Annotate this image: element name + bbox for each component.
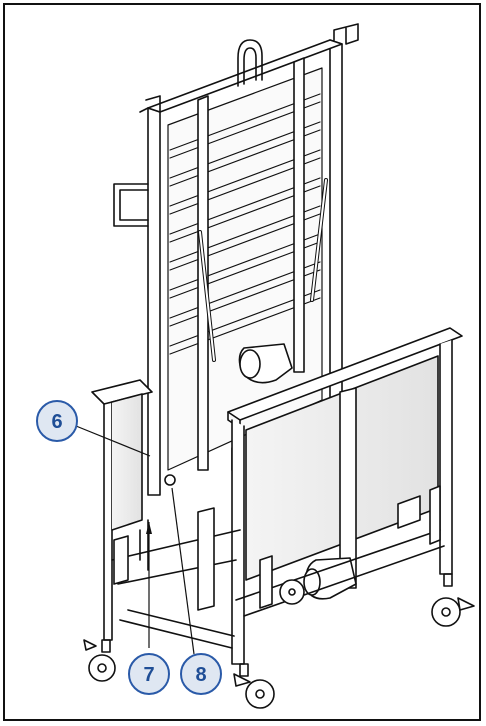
callout-6: 6: [36, 400, 78, 442]
leader-8: [171, 487, 195, 655]
callout-8-label: 8: [195, 664, 206, 686]
base-frame: [111, 485, 445, 649]
leader-6: [75, 425, 151, 457]
castor-rear-left: [279, 579, 305, 605]
callout-7-label: 7: [143, 664, 154, 686]
castor-front-right: [233, 663, 275, 709]
rear-end-panel: [91, 379, 233, 641]
leader-arrowheads: [146, 522, 152, 534]
castor-front-left: [83, 639, 116, 682]
castor-rear-right: [431, 573, 475, 627]
callout-6-label: 6: [51, 411, 62, 433]
locking-knob: [164, 474, 176, 486]
front-end-panel: [227, 327, 463, 665]
callout-8: 8: [180, 653, 222, 695]
leader-lines: [75, 425, 195, 655]
callout-7: 7: [128, 653, 170, 695]
